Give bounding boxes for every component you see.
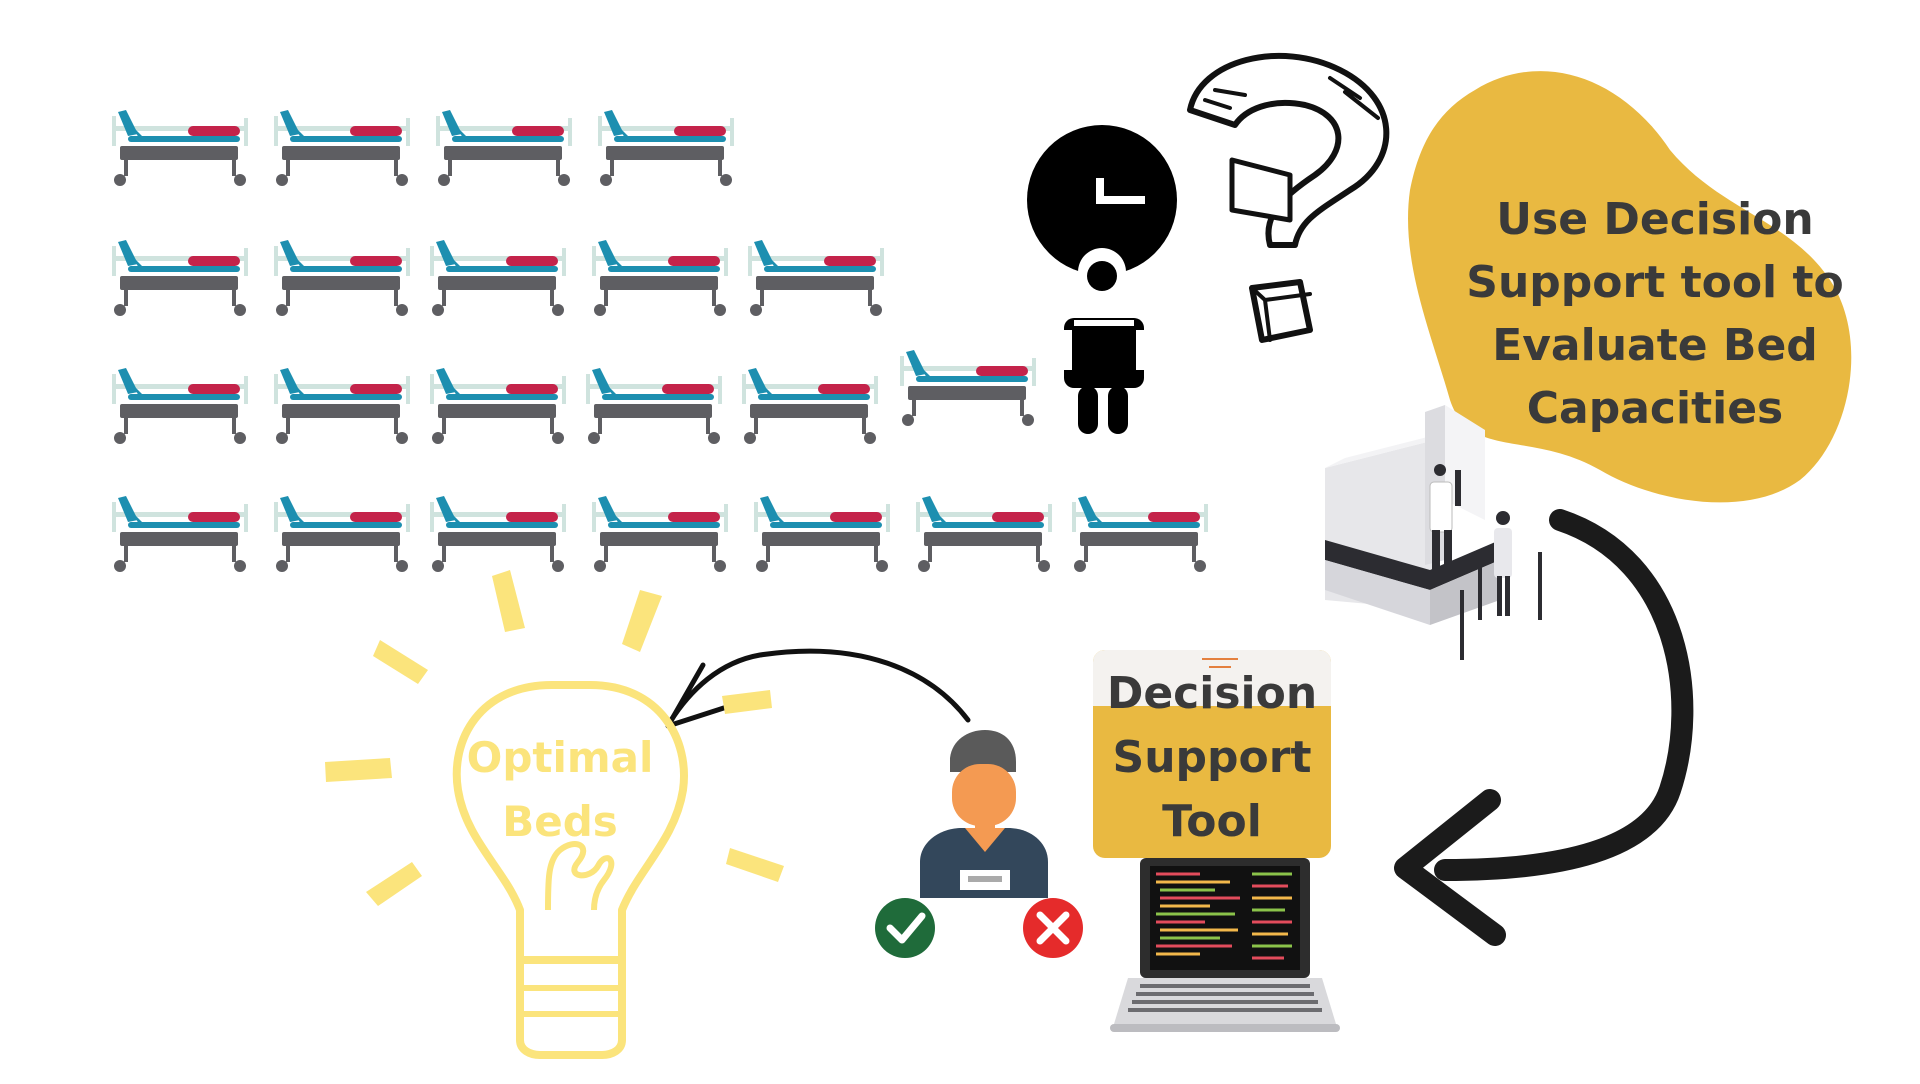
callout-text: Use Decision Support tool to Evaluate Be… xyxy=(1460,188,1850,440)
hospital-bed-icon xyxy=(112,496,248,572)
hospital-bed-icon xyxy=(754,496,890,572)
card-line: Support xyxy=(1112,732,1312,783)
cross-icon xyxy=(1023,898,1083,958)
bulb-line: Optimal xyxy=(466,733,654,782)
hospital-bed-icon xyxy=(1072,496,1208,572)
hospital-bed-icon xyxy=(430,496,566,572)
callout-line: Evaluate Bed xyxy=(1492,320,1818,371)
hospital-bed-icon xyxy=(112,240,248,316)
hospital-bed-icon xyxy=(112,110,248,186)
clock-head-person-icon xyxy=(1027,125,1177,434)
hospital-bed-icon xyxy=(592,240,728,316)
hospital-bed-icon xyxy=(900,350,1036,426)
lightbulb-icon xyxy=(325,570,784,1059)
callout-blob xyxy=(1408,71,1852,503)
laptop-code-icon xyxy=(1110,858,1340,1032)
hospital-bed-icon xyxy=(742,368,878,444)
hospital-bed-icon xyxy=(916,496,1052,572)
callout-line: Support tool to xyxy=(1466,257,1844,308)
callout-line: Use Decision xyxy=(1496,194,1814,245)
card-accent-line xyxy=(1209,666,1231,668)
hospital-bed-icon xyxy=(274,110,410,186)
hospital-bed-icon xyxy=(430,240,566,316)
bulb-text: Optimal Beds xyxy=(440,726,680,854)
hospital-bed-icon xyxy=(598,110,734,186)
hospital-bed-icon xyxy=(274,496,410,572)
callout-line: Capacities xyxy=(1526,383,1784,434)
arrow-icon xyxy=(665,648,971,729)
bulb-line: Beds xyxy=(502,797,618,846)
hospital-bed-icon xyxy=(748,240,884,316)
check-icon xyxy=(875,898,935,958)
card-text: Decision Support Tool xyxy=(1093,662,1331,854)
hospital-bed-icon xyxy=(586,368,722,444)
hospital-bed-icon xyxy=(112,368,248,444)
arrow-icon xyxy=(1394,509,1694,946)
staff-person-icon xyxy=(920,730,1048,898)
card-line: Decision xyxy=(1106,668,1318,719)
decision-support-tool-card: Decision Support Tool xyxy=(1093,650,1331,858)
hospital-bed-icon xyxy=(592,496,728,572)
hospital-bed-icon xyxy=(274,368,410,444)
hospital-bed-icon xyxy=(430,368,566,444)
hospital-bed-icon xyxy=(436,110,572,186)
card-line: Tool xyxy=(1162,796,1262,847)
reception-desk-icon xyxy=(1325,405,1542,660)
question-mark-icon xyxy=(1187,52,1390,343)
hospital-bed-icon xyxy=(274,240,410,316)
card-accent-line xyxy=(1202,658,1238,660)
